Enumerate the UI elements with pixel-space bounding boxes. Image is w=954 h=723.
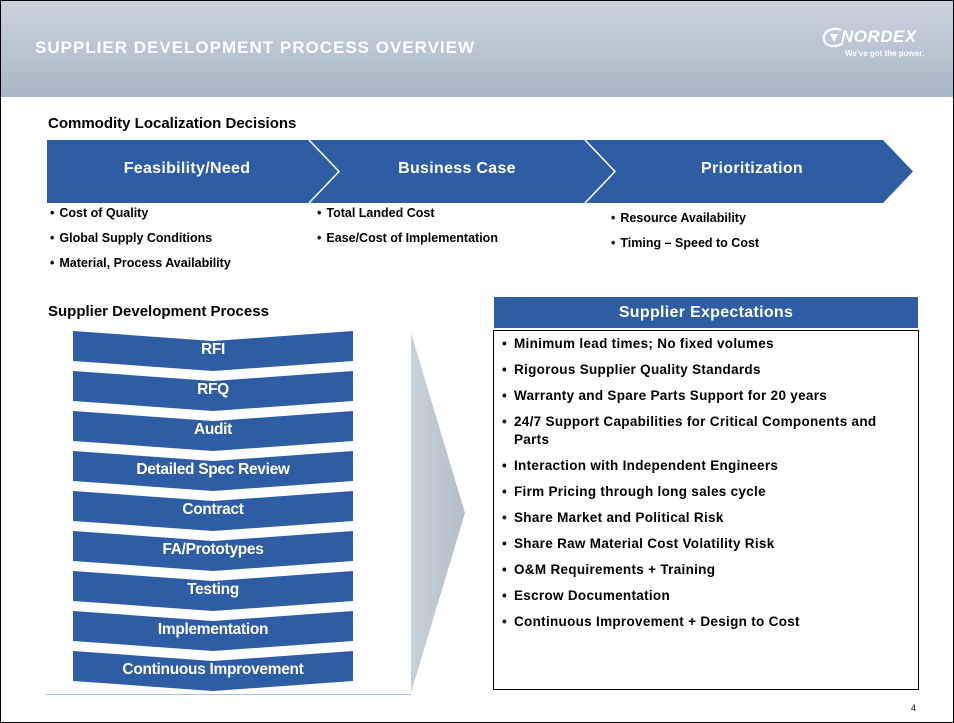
process-step: Contract (73, 491, 353, 531)
process-step-label: Testing (187, 581, 239, 598)
chevron-stage-1 (47, 140, 339, 203)
process-steps: RFI RFQ Audit Detailed Spec Review Contr… (73, 331, 353, 691)
expectation-item: Warranty and Spare Parts Support for 20 … (502, 387, 914, 405)
expectation-item: 24/7 Support Capabilities for Critical C… (502, 413, 914, 449)
process-step: RFI (73, 331, 353, 371)
slide-title: SUPPLIER DEVELOPMENT PROCESS OVERVIEW (35, 38, 476, 57)
bullet-item: Total Landed Cost (317, 201, 498, 226)
process-step: FA/Prototypes (73, 531, 353, 571)
process-step: Testing (73, 571, 353, 611)
stage-business-case-label: Business Case (398, 160, 516, 177)
expectation-item: O&M Requirements + Training (502, 561, 914, 579)
chevron-shapes (47, 140, 913, 203)
process-step-label: Contract (182, 501, 244, 518)
expectations-title: Supplier Expectations (494, 297, 918, 328)
process-step-label: Audit (193, 421, 233, 438)
expectation-item: Share Raw Material Cost Volatility Risk (502, 535, 914, 553)
chevron-stage-2 (309, 140, 615, 203)
bullet-item: Cost of Quality (50, 201, 231, 226)
process-step-label: RFQ (197, 381, 229, 398)
process-step-label: RFI (200, 341, 226, 358)
expectation-item: Firm Pricing through long sales cycle (502, 483, 914, 501)
bullet-item: Material, Process Availability (50, 251, 230, 276)
process-step-label: Detailed Spec Review (136, 461, 290, 478)
process-step: RFQ (73, 371, 353, 411)
stage-prioritization-label: Prioritization (701, 160, 803, 177)
prioritization-bullets: Resource Availability Timing – Speed to … (611, 206, 759, 256)
business-case-bullets: Total Landed Cost Ease/Cost of Implement… (317, 201, 498, 251)
chevron-stage-3 (585, 140, 913, 203)
slide-header: SUPPLIER DEVELOPMENT PROCESS OVERVIEW NO… (1, 1, 953, 97)
expectation-item: Minimum lead times; No fixed volumes (502, 335, 914, 353)
process-arrow-icon (411, 333, 465, 693)
bullet-item: Ease/Cost of Implementation (317, 226, 498, 251)
feasibility-bullets: Cost of Quality Global Supply Conditions… (50, 201, 231, 276)
expectations-box: Minimum lead times; No fixed volumes Rig… (493, 330, 919, 690)
logo-tagline: We've got the power. (845, 49, 925, 58)
expectation-item: Rigorous Supplier Quality Standards (502, 361, 914, 379)
stage-feasibility-label: Feasibility/Need (123, 160, 251, 177)
process-step: Implementation (73, 611, 353, 651)
process-step: Detailed Spec Review (73, 451, 353, 491)
bullet-item: Timing – Speed to Cost (611, 231, 759, 256)
process-step: Continuous Improvement (73, 651, 353, 691)
bullet-item: Global Supply Conditions (50, 226, 231, 251)
nordex-logo-mark-icon (822, 27, 844, 48)
bullet-item: Resource Availability (611, 206, 759, 231)
expectation-item: Escrow Documentation (502, 587, 914, 605)
expectations-list: Minimum lead times; No fixed volumes Rig… (494, 331, 918, 631)
decision-chevrons: Feasibility/Need Business Case Prioritiz… (47, 140, 913, 203)
expectation-item: Interaction with Independent Engineers (502, 457, 914, 475)
nordex-logo: NORDEX We've got the power. (821, 27, 931, 67)
process-section-title: Supplier Development Process (48, 303, 269, 320)
commodity-section-title: Commodity Localization Decisions (48, 115, 297, 132)
process-step-label: FA/Prototypes (162, 541, 264, 558)
process-step-label: Continuous Improvement (122, 661, 304, 678)
expectation-item: Share Market and Political Risk (502, 509, 914, 527)
expectation-item: Continuous Improvement + Design to Cost (502, 613, 914, 631)
footer-divider (46, 694, 411, 695)
process-step: Audit (73, 411, 353, 451)
page-number: 4 (911, 703, 917, 713)
process-step-label: Implementation (157, 621, 269, 638)
logo-text: NORDEX (841, 27, 917, 46)
